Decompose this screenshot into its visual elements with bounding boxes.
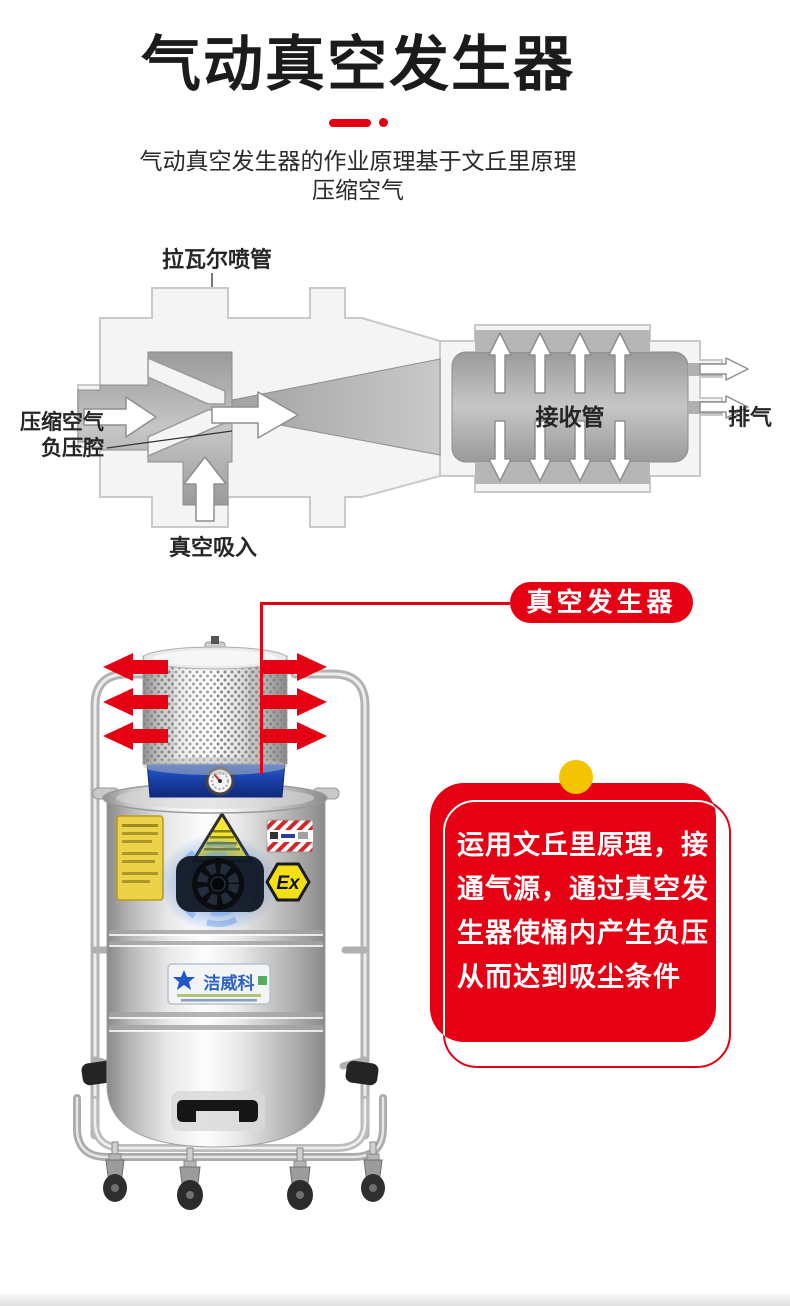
label-vacuum-suction: 真空吸入 <box>169 535 257 560</box>
intake-fan <box>158 833 278 933</box>
title-divider <box>0 118 716 127</box>
principle-line: 生器使桶内产生负压 <box>457 918 709 948</box>
vacuum-cleaner-product-image: Ex 洁威科 <box>73 636 387 1210</box>
hazard-striped-label <box>266 819 314 853</box>
exhaust-airflow-arrows <box>103 653 327 750</box>
venturi-principle-diagram: 拉瓦尔喷管 压缩空气 负压腔 真空吸入 接收管 排气 <box>20 247 772 560</box>
divider-dash <box>328 118 371 127</box>
label-negative-pressure-chamber: 负压腔 <box>41 436 104 460</box>
caster-wheels <box>103 1141 385 1210</box>
exhaust-arrow <box>699 395 749 419</box>
vent-up-arrow <box>488 332 512 394</box>
airflow-arrow-left <box>103 653 168 681</box>
yellow-dot-decoration <box>559 760 593 794</box>
brand-star-icon <box>173 970 195 990</box>
divider-dot <box>378 118 388 127</box>
label-compressed-air: 压缩空气 <box>20 410 104 434</box>
ex-mark-text: Ex <box>276 873 301 894</box>
nozzle-upper-bar <box>147 356 226 405</box>
airflow-arrow-right <box>262 653 327 681</box>
vent-down-arrow <box>488 420 512 482</box>
principle-line: 通气源，通过真空发 <box>457 874 709 904</box>
principle-text: 运用文丘里原理，接 通气源，通过真空发 生器使桶内产生负压 从而达到吸尘条件 <box>430 783 716 999</box>
brand-name-text: 洁威科 <box>204 973 255 993</box>
vent-down-arrow <box>608 420 632 482</box>
label-laval-nozzle: 拉瓦尔喷管 <box>162 247 272 272</box>
vacuum-suction-arrow <box>183 456 227 522</box>
brand-label: 洁威科 <box>167 963 271 1005</box>
principle-box: 运用文丘里原理，接 通气源，通过真空发 生器使桶内产生负压 从而达到吸尘条件 <box>430 783 716 1042</box>
cart-base <box>73 1094 387 1161</box>
exhaust-arrow <box>699 357 749 381</box>
negative-pressure-leader-line <box>106 430 233 449</box>
header: 气动真空发生器 气动真空发生器的作业原理基于文丘里原理 压缩空气 <box>0 28 716 205</box>
vent-up-arrow <box>568 332 592 394</box>
page-title: 气动真空发生器 <box>141 31 575 98</box>
vent-up-arrow <box>528 332 552 394</box>
perforated-filter-cylinder <box>142 636 288 775</box>
subtitle-line2: 压缩空气 <box>312 177 404 203</box>
bottom-divider-strip <box>0 1294 790 1306</box>
airflow-arrow-left <box>103 722 168 750</box>
callout-connector-vertical <box>260 602 263 774</box>
airflow-arrow-right <box>262 688 327 716</box>
compressed-air-arrow <box>83 396 157 438</box>
subtitle-line1: 气动真空发生器的作业原理基于文丘里原理 <box>139 148 577 174</box>
airflow-arrow-right <box>262 722 327 750</box>
label-receiver-tube: 接收管 <box>536 404 605 430</box>
callout-connector-horizontal <box>262 602 510 605</box>
muffler-slot-bottom <box>475 462 650 484</box>
principle-box-inner-outline <box>443 800 716 1042</box>
main-flow-arrow <box>211 391 299 439</box>
vent-down-arrow <box>568 420 592 482</box>
vent-up-arrow <box>608 332 632 394</box>
vacuum-generator-badge: 真空发生器 <box>510 582 693 623</box>
label-exhaust: 排气 <box>728 405 772 430</box>
warning-label-yellow <box>116 815 164 901</box>
side-grip-right <box>345 1060 379 1086</box>
ex-atex-icon: Ex <box>265 862 311 902</box>
muffler-slot-top <box>475 330 650 352</box>
principle-line: 从而达到吸尘条件 <box>457 962 681 992</box>
principle-line: 运用文丘里原理，接 <box>457 830 709 860</box>
airflow-arrow-left <box>103 688 168 716</box>
drum-handle <box>171 1091 265 1131</box>
vent-down-arrow <box>528 420 552 482</box>
side-grip-left <box>81 1060 115 1086</box>
